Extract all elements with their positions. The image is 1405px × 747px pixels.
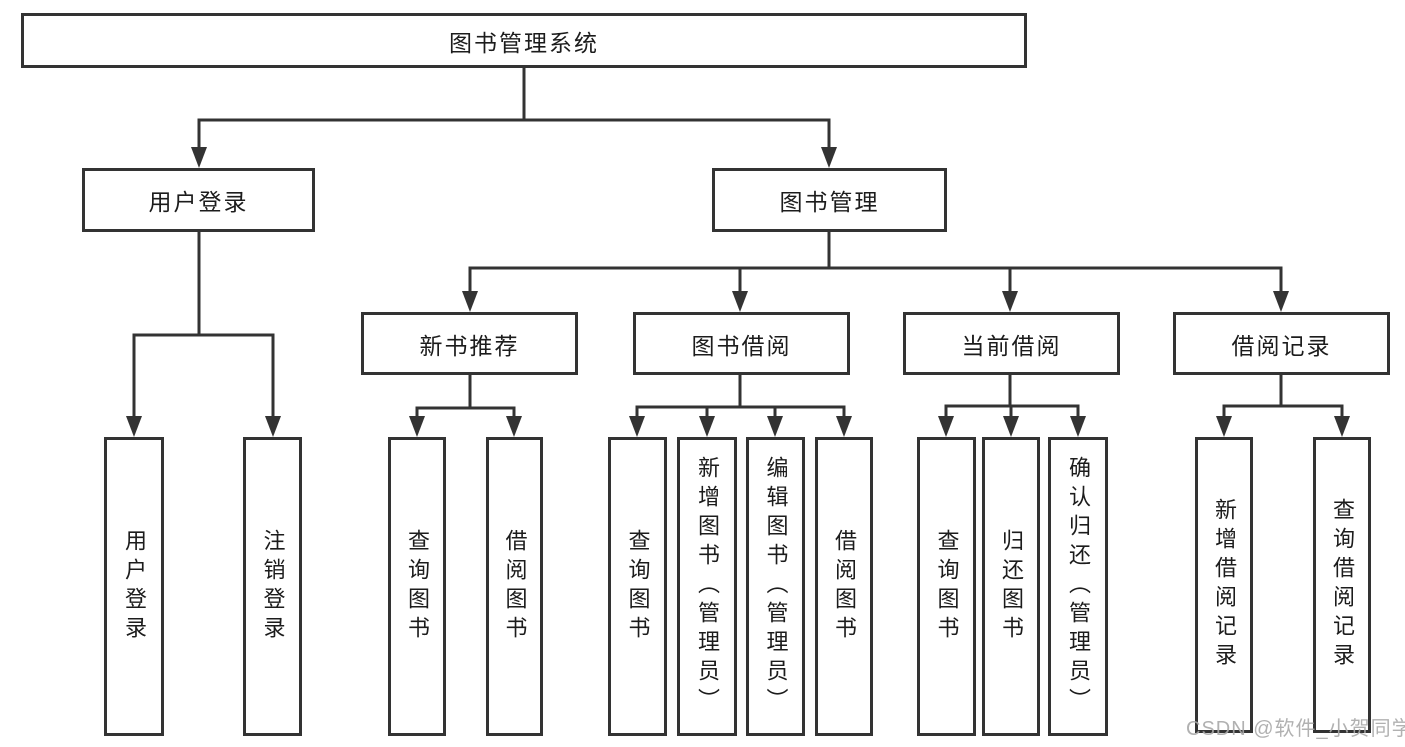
node-borrow-records: 借阅记录: [1173, 312, 1390, 375]
node-root: 图书管理系统: [21, 13, 1027, 68]
leaf-user-login: 用户登录: [104, 437, 164, 736]
leaf-bb-borrow-books: 借阅图书: [815, 437, 873, 736]
node-new-books: 新书推荐: [361, 312, 578, 375]
leaf-logout: 注销登录: [243, 437, 302, 736]
leaf-nb-borrow-books: 借阅图书: [486, 437, 543, 736]
connector-book-mgmt-branch: [468, 230, 1283, 295]
connector-borrow-records-branch: [1222, 373, 1344, 420]
node-current-borrow: 当前借阅: [903, 312, 1120, 375]
connector-root-to-level2: [197, 66, 831, 150]
arrowheads: [126, 147, 1350, 437]
node-user-login: 用户登录: [82, 168, 315, 232]
leaf-nb-query-books: 查询图书: [388, 437, 446, 736]
connector-new-books-branch: [415, 373, 516, 420]
leaf-cb-confirm-return-admin: 确认归还（管理员）: [1048, 437, 1108, 736]
node-book-mgmt: 图书管理: [712, 168, 947, 232]
watermark: CSDN @软件_小贺同学: [1186, 718, 1405, 740]
node-book-borrow: 图书借阅: [633, 312, 850, 375]
leaf-br-query-record: 查询借阅记录: [1313, 437, 1371, 733]
leaf-br-add-record: 新增借阅记录: [1195, 437, 1253, 733]
connector-book-borrow-branch: [635, 373, 846, 420]
leaf-cb-query-books: 查询图书: [917, 437, 976, 736]
leaf-bb-edit-books-admin: 编辑图书（管理员）: [746, 437, 805, 736]
leaf-cb-return-books: 归还图书: [982, 437, 1040, 736]
leaf-bb-add-books-admin: 新增图书（管理员）: [677, 437, 737, 736]
leaf-bb-query-books: 查询图书: [608, 437, 667, 736]
connector-current-borrow-branch: [944, 373, 1080, 420]
connector-user-login-branch: [132, 230, 275, 420]
